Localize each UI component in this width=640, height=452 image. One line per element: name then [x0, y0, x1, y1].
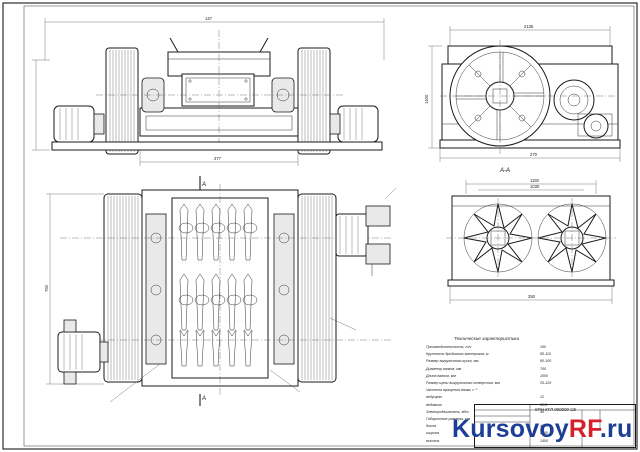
spec-row: ведущего 12 [426, 394, 566, 401]
site-watermark: KursovoyRF.ru [452, 415, 633, 443]
spec-label: Производительность, т/ч [426, 345, 472, 349]
spec-label: ведущего [426, 395, 443, 400]
spec-value: 700 [540, 366, 546, 371]
side-height-dim-label: 1400 [424, 94, 429, 104]
spec-row: Размер загрузочного куска, мм 80-100 [426, 358, 566, 365]
spec-row: высота 1400 [426, 438, 566, 445]
spec-value: 2550 [540, 431, 548, 436]
spec-value: 12 [540, 395, 544, 400]
spec-label: Частота вращения валка, с⁻¹ [426, 388, 478, 393]
front-base-dim-label: 277 [214, 156, 222, 161]
spec-value: 85-110 [540, 352, 551, 357]
plan-height-dim-label: 760 [44, 284, 49, 292]
spec-value: 4415 [540, 424, 548, 429]
cut-marker-top: А [201, 182, 206, 188]
title-block: КРН-КГЛ 000000 СБ [474, 404, 636, 448]
spec-row: Габаритные размеры, мм [426, 416, 566, 423]
front-overall-dim-label: 147 [205, 16, 213, 21]
spec-label: Размер щели выгрузочного отверстия, мм [426, 381, 500, 386]
spec-value: 45 [540, 409, 544, 414]
side-bottom-dim-label: 270 [530, 152, 538, 157]
spec-label: Длина валков, мм [426, 373, 456, 378]
drawing-code: КРН-КГЛ 000000 СБ [535, 407, 577, 412]
front-view: 147 [32, 16, 385, 166]
spec-label: Габаритные размеры, мм [426, 417, 471, 422]
section-view: А-А 1150 1030 250 [446, 168, 616, 304]
title-block-lines [474, 404, 636, 448]
spec-label: высота [426, 438, 440, 443]
spec-row: Электродвигатель, кВт 45 [426, 409, 566, 416]
spec-value: 1000 [540, 373, 548, 378]
section-label: А-А [499, 168, 510, 174]
spec-value: 150 [540, 345, 546, 349]
spec-value [540, 387, 566, 394]
spec-value: 1400 [540, 438, 548, 443]
spec-label: Крупность дробимого материала, м [426, 352, 489, 357]
spec-title: Технические характеристики [454, 336, 520, 341]
spec-row: Крупность дробимого материала, м 85-110 [426, 351, 566, 358]
spec-label: Электродвигатель, кВт [426, 409, 469, 414]
section-top-dim-label: 1150 [530, 178, 540, 183]
section-bottom-dim-label: 250 [528, 294, 536, 299]
spec-row: Диаметр валков, мм 700 [426, 366, 566, 373]
spec-label: ведомого [426, 402, 442, 407]
spec-row: Производительность, т/ч 150 [426, 344, 566, 351]
spec-row: Размер щели выгрузочного отверстия, мм 25… [426, 380, 566, 387]
spec-row: ширина 2550 [426, 430, 566, 437]
spec-label: ширина [426, 431, 439, 436]
cut-marker-bottom: А [201, 396, 206, 402]
spec-label: длина [426, 424, 436, 429]
spec-value: 25-120 [540, 381, 552, 386]
plan-view: А А [44, 176, 397, 406]
side-top-dim-label: 2135 [524, 24, 534, 29]
inner-frame [23, 5, 635, 447]
side-view: 2135 1400 [424, 24, 621, 162]
spec-label: Диаметр валков, мм [426, 366, 462, 371]
spec-label: Размер загрузочного куска, мм [426, 359, 479, 364]
spec-value: 80-100 [540, 359, 552, 364]
spec-row: Длина валков, мм 1000 [426, 373, 566, 380]
spec-row: Частота вращения валка, с⁻¹ [426, 387, 566, 394]
section-inner-dim-label: 1030 [530, 184, 540, 189]
spec-row: длина 4415 [426, 423, 566, 430]
spec-table: Технические характеристики Производитель… [426, 336, 566, 445]
